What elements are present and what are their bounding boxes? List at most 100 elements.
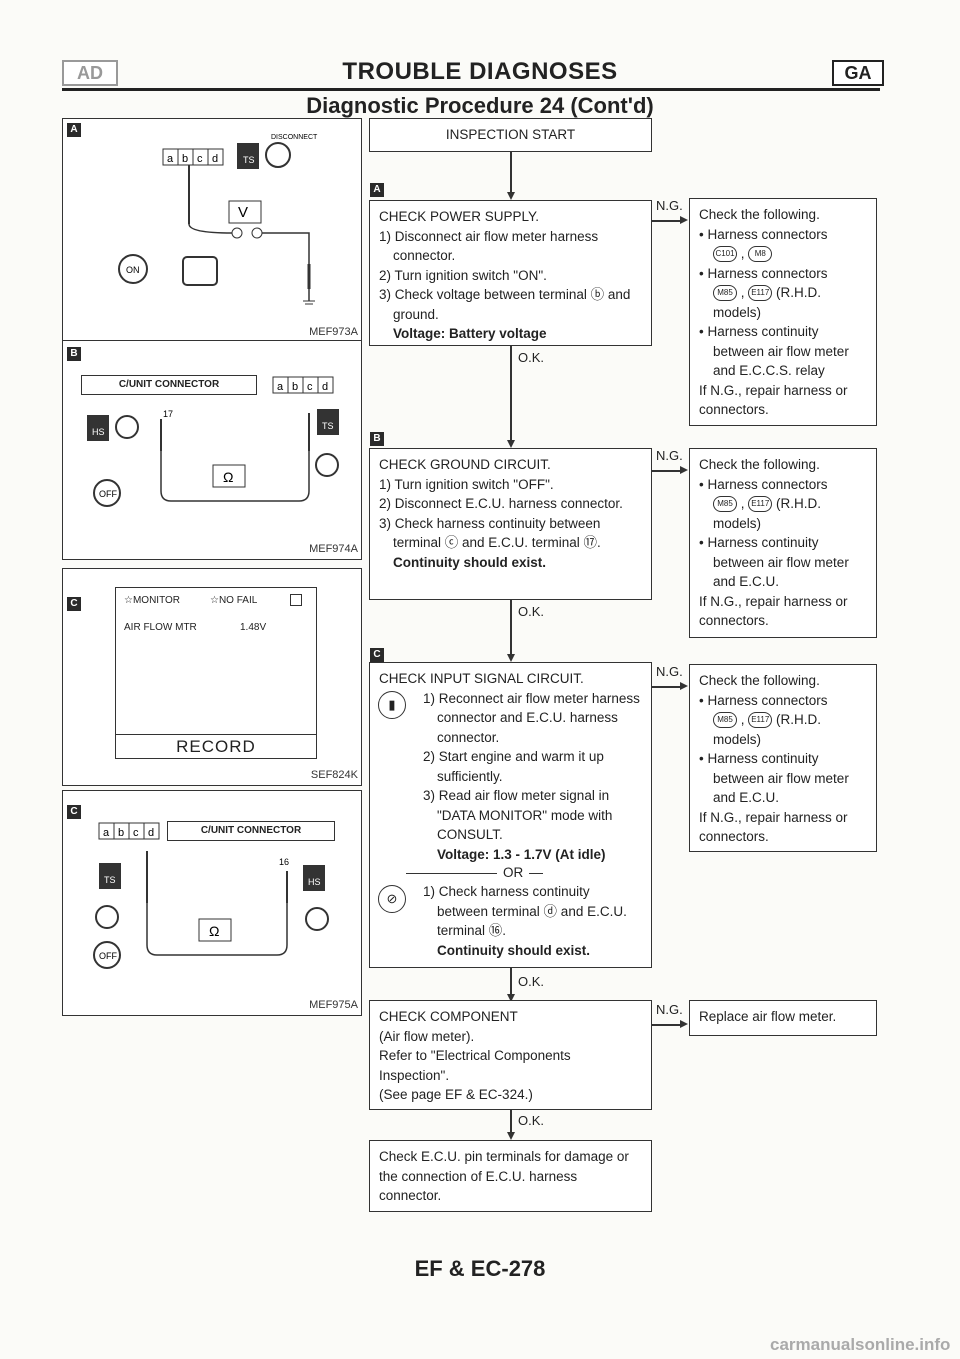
ng3-item: • Harness connectors xyxy=(699,692,828,708)
arrow-down-icon xyxy=(507,994,515,1002)
section-tag-right: GA xyxy=(832,60,884,86)
voltmeter-label: V xyxy=(238,204,248,221)
rhd-note: (R.H.D. models) xyxy=(713,712,822,747)
checkbox-icon xyxy=(290,594,302,606)
ng4-text: Replace air flow meter. xyxy=(699,1009,837,1024)
ng2-box: Check the following. • Harness connector… xyxy=(689,448,877,638)
header-rule xyxy=(62,88,880,91)
pin-d: d xyxy=(212,153,218,165)
connector-icon: E117 xyxy=(748,496,773,513)
pin-17-label: 17 xyxy=(163,409,173,419)
ok-label: O.K. xyxy=(518,604,545,619)
figure-b-diagram: a b c d HS 17 TS Ω OFF xyxy=(87,376,339,507)
ng-connector xyxy=(652,1024,684,1026)
connector-icon: M85 xyxy=(713,496,737,513)
ng-label: N.G. xyxy=(656,448,683,463)
connector-icon: M85 xyxy=(713,285,737,302)
figure-d-id: MEF975A xyxy=(309,999,358,1011)
step3-spec: Voltage: 1.3 - 1.7V (At idle) xyxy=(437,846,606,862)
ng1-connectors: C101 , M8 xyxy=(699,244,867,264)
step1-box: CHECK POWER SUPPLY. 1) Disconnect air fl… xyxy=(369,200,652,346)
svg-text:OFF: OFF xyxy=(99,951,117,961)
ok-label: O.K. xyxy=(518,974,545,989)
svg-text:d: d xyxy=(148,827,154,839)
step3-box: CHECK INPUT SIGNAL CIRCUIT. ▮ 1) Reconne… xyxy=(369,662,652,968)
ng2-intro: Check the following. xyxy=(699,457,820,472)
ts-label: TS xyxy=(243,155,255,165)
connector-icon: C101 xyxy=(713,246,737,263)
figure-b-marker: B xyxy=(67,347,81,361)
step1-marker: A xyxy=(370,183,384,197)
connector-icon: E117 xyxy=(748,285,773,302)
ng4-box: Replace air flow meter. xyxy=(689,1000,877,1036)
ng2-item: • Harness continuity between air flow me… xyxy=(699,535,849,589)
figure-b-id: MEF974A xyxy=(309,543,358,555)
ng1-item: • Harness connectors xyxy=(699,226,828,242)
no-fail-label: ☆NO FAIL xyxy=(210,595,258,606)
rhd-note: (R.H.D. models) xyxy=(713,496,822,531)
step4-line: (Air flow meter). xyxy=(379,1028,475,1044)
ng3-intro: Check the following. xyxy=(699,673,820,688)
step1-title: CHECK POWER SUPPLY. xyxy=(379,209,540,224)
ok-label: O.K. xyxy=(518,350,545,365)
step4-title: CHECK COMPONENT xyxy=(379,1009,518,1024)
record-button[interactable]: RECORD xyxy=(115,734,317,759)
arrow-right-icon xyxy=(680,1020,688,1028)
ng3-item: • Harness continuity between air flow me… xyxy=(699,751,849,805)
ohmmeter-label: Ω xyxy=(223,469,233,485)
figure-d-diagram: a b c d 16 TS HS Ω OFF xyxy=(93,822,329,969)
ng1-intro: Check the following. xyxy=(699,207,820,222)
step4-line: Refer to "Electrical Components Inspecti… xyxy=(379,1048,571,1083)
svg-text:c: c xyxy=(307,381,313,393)
svg-text:OFF: OFF xyxy=(99,489,117,499)
flow-connector xyxy=(510,346,512,442)
svg-text:HS: HS xyxy=(308,877,321,887)
pin-16-label: 16 xyxy=(279,857,289,867)
flow-connector xyxy=(510,152,512,196)
step3-line: 2) Start engine and warm it up sufficien… xyxy=(423,749,604,784)
inspection-start-label: INSPECTION START xyxy=(445,127,576,142)
pin-a: a xyxy=(167,153,174,165)
step2-title: CHECK GROUND CIRCUIT. xyxy=(379,457,551,472)
figure-c-marker: C xyxy=(67,597,81,611)
monitor-item-value: 1.48V xyxy=(240,622,267,633)
arrow-right-icon xyxy=(680,682,688,690)
figure-a-panel: A a b c d TS DISCONNECT V ON MEF973A xyxy=(62,118,362,343)
figure-c-panel: C ☆MONITOR ☆NO FAIL AIR FLOW MTR 1.48V R… xyxy=(62,568,362,786)
arrow-down-icon xyxy=(507,1132,515,1140)
figure-d-panel: C C/UNIT CONNECTOR a b c d 16 TS HS Ω OF… xyxy=(62,790,362,1016)
figure-d-marker: C xyxy=(67,805,81,819)
step2-marker: B xyxy=(370,432,384,446)
ng-connector xyxy=(652,220,684,222)
connector-icon: M8 xyxy=(748,246,773,263)
ng2-end: If N.G., repair harness or connectors. xyxy=(699,593,848,629)
ng1-item: • Harness connectors xyxy=(699,265,828,281)
svg-text:TS: TS xyxy=(104,875,116,885)
ng-label: N.G. xyxy=(656,1002,683,1017)
pin-b: b xyxy=(182,153,188,165)
step3-line: 3) Read air flow meter signal in "DATA M… xyxy=(423,788,613,842)
ng3-box: Check the following. • Harness connector… xyxy=(689,664,877,852)
monitor-label: ☆MONITOR xyxy=(124,595,181,606)
ng1-box: Check the following. • Harness connector… xyxy=(689,198,877,426)
arrow-right-icon xyxy=(680,466,688,474)
svg-text:TS: TS xyxy=(322,421,334,431)
rhd-note: (R.H.D. models) xyxy=(713,285,822,320)
step3-alt-spec: Continuity should exist. xyxy=(437,942,591,958)
no-consult-icon: ⊘ xyxy=(378,885,406,913)
ng3-connectors: M85 , E117 (R.H.D. models) xyxy=(713,712,822,747)
or-divider: OR xyxy=(370,864,651,882)
ng2-item: • Harness connectors xyxy=(699,476,828,492)
ng2-connectors: M85 , E117 (R.H.D. models) xyxy=(713,496,822,531)
step3-alt-line: 1) Check harness continuity between term… xyxy=(423,884,627,938)
watermark: carmanualsonline.info xyxy=(770,1335,951,1354)
arrow-down-icon xyxy=(507,654,515,662)
ignition-on-label: ON xyxy=(126,265,140,275)
page-subtitle: Diagnostic Procedure 24 (Cont'd) xyxy=(306,93,654,118)
flow-connector xyxy=(510,1110,512,1138)
svg-text:d: d xyxy=(322,381,328,393)
figure-b-panel: B C/UNIT CONNECTOR a b c d HS 17 TS Ω OF… xyxy=(62,340,362,560)
ng1-connectors: M85 , E117 (R.H.D. models) xyxy=(713,285,822,320)
step2-line: 2) Disconnect E.C.U. harness connector. xyxy=(379,496,623,511)
final-text: Check E.C.U. pin terminals for damage or… xyxy=(379,1149,629,1203)
